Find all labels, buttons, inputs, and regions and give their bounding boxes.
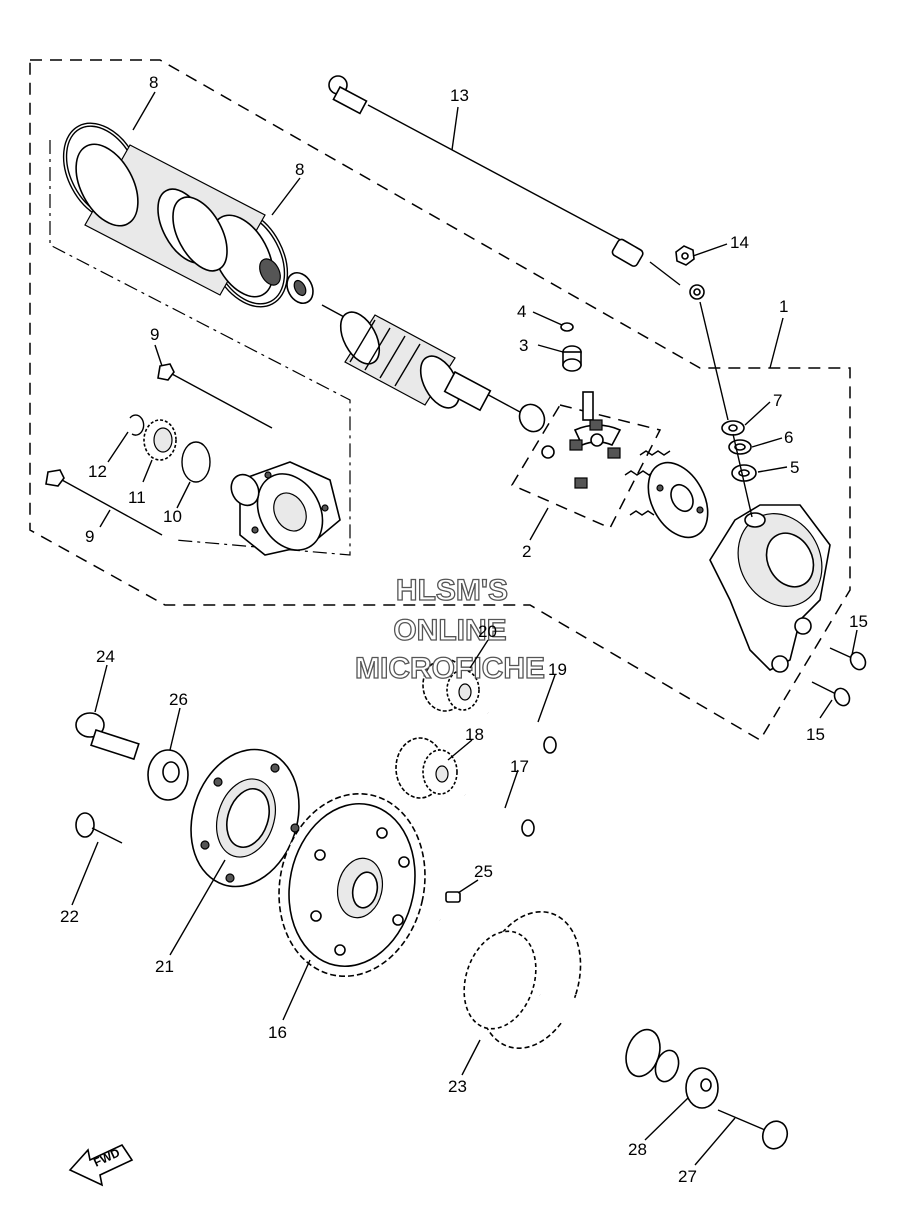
idler-gear-20 <box>422 658 480 712</box>
leader-lines <box>71 91 858 1166</box>
rear-cover <box>230 461 341 556</box>
circlip-12 <box>129 414 145 436</box>
washer-28 <box>685 1067 719 1109</box>
shaft-17 <box>461 789 535 837</box>
callout-23: 23 <box>448 1077 467 1096</box>
bolt-9-lower <box>45 469 163 536</box>
callout-15-upper: 15 <box>849 612 868 631</box>
callout-2: 2 <box>522 542 531 561</box>
pinion-gear-11 <box>143 419 177 461</box>
callout-28: 28 <box>628 1140 647 1159</box>
idler-gear-18 <box>395 737 458 799</box>
washer-6 <box>728 439 752 455</box>
forward-direction-arrow: FWD <box>68 1143 134 1187</box>
nut-7 <box>721 420 745 436</box>
starter-motor-assembly-outline <box>29 59 851 742</box>
callout-8-upper: 8 <box>149 73 158 92</box>
callout-5: 5 <box>790 458 799 477</box>
callout-25: 25 <box>474 862 493 881</box>
armature <box>321 304 546 433</box>
brush-holder-outline <box>510 404 662 529</box>
callout-1: 1 <box>779 297 788 316</box>
bolt-15-lower <box>811 681 851 707</box>
brush-plate <box>647 461 709 539</box>
watermark-line-1: HLSM'S <box>396 574 508 607</box>
callout-6: 6 <box>784 428 793 447</box>
callout-7: 7 <box>773 391 782 410</box>
washer-26 <box>147 749 189 801</box>
woodruff-key-25 <box>445 891 461 903</box>
callout-19: 19 <box>548 660 567 679</box>
starter-clutch-21 <box>190 748 300 888</box>
callout-15-lower: 15 <box>806 725 825 744</box>
callout-9-upper: 9 <box>150 325 159 344</box>
gear-shaft-23 <box>435 910 680 1083</box>
callout-18: 18 <box>465 725 484 744</box>
callout-16: 16 <box>268 1023 287 1042</box>
callout-10: 10 <box>163 507 182 526</box>
clip-4 <box>560 322 574 332</box>
callout-12: 12 <box>88 462 107 481</box>
callout-9-lower: 9 <box>85 527 94 546</box>
bolt-15-upper <box>829 647 867 671</box>
callout-11: 11 <box>128 488 146 507</box>
flange-bolt-27 <box>717 1109 789 1150</box>
shaft-19 <box>485 707 557 754</box>
callout-26: 26 <box>169 690 188 709</box>
callout-27: 27 <box>678 1167 697 1186</box>
flange-bolt-24 <box>75 712 140 761</box>
callout-labels: 1 2 3 4 5 6 7 8 8 9 9 10 11 12 13 14 15 … <box>60 73 868 1186</box>
washer-5 <box>731 464 757 482</box>
starter-cable <box>328 75 705 300</box>
callout-17: 17 <box>510 757 529 776</box>
callout-22: 22 <box>60 907 79 926</box>
starter-wheel-gear-16 <box>278 792 426 978</box>
o-ring-10 <box>181 441 211 483</box>
callout-8-lower: 8 <box>295 160 304 179</box>
watermark: HLSM'S ONLINE MICROFICHE <box>354 573 545 685</box>
bearing <box>286 271 314 305</box>
nut-14 <box>675 245 695 266</box>
front-cover <box>709 504 831 673</box>
callout-13: 13 <box>450 86 469 105</box>
bushing-3 <box>562 345 582 372</box>
callout-21: 21 <box>155 957 174 976</box>
callout-24: 24 <box>96 647 115 666</box>
brush-holder-2 <box>541 391 671 516</box>
callout-20: 20 <box>478 622 497 641</box>
callout-3: 3 <box>519 336 528 355</box>
callout-14: 14 <box>730 233 749 252</box>
watermark-line-3: MICROFICHE <box>355 652 545 685</box>
bolt-9-upper <box>157 363 273 429</box>
callout-4: 4 <box>517 302 526 321</box>
motor-yoke <box>75 143 281 298</box>
bolt-22 <box>75 812 123 844</box>
